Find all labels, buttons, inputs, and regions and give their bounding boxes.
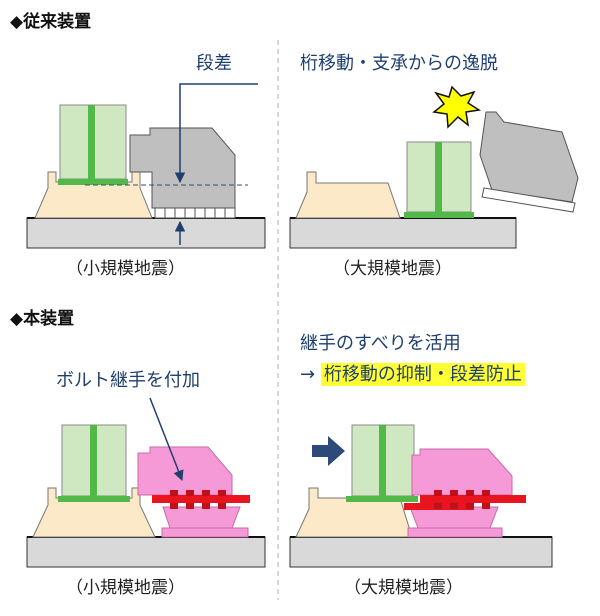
bearing — [129, 127, 236, 209]
bearing-base-pink — [407, 527, 503, 538]
bearing-base-pink — [161, 527, 249, 538]
bolt-joint-pointer — [149, 397, 184, 481]
bolt-joint-label: ボルト継手を付加 — [56, 370, 200, 391]
girder-flange — [58, 179, 128, 185]
bearing-base-dislodged — [481, 187, 576, 213]
ground — [289, 536, 553, 568]
panel-conventional-large — [289, 85, 579, 249]
joint-plate — [152, 495, 250, 503]
pier — [295, 171, 401, 219]
bearing-lower-pink — [409, 506, 499, 529]
caption-small-quake-top: （小規模地震） — [66, 259, 185, 279]
step-label: 段差 — [196, 53, 232, 74]
girder-web — [379, 425, 386, 496]
panel-new-large — [289, 424, 553, 568]
suppress-highlight: 桁移動の抑制・段差防止 — [320, 363, 525, 386]
caption-small-quake-bottom: （小規模地震） — [66, 578, 185, 598]
unseating-label: 桁移動・支承からの逸脱 — [300, 53, 498, 74]
girder-flange — [58, 496, 130, 502]
bearing-upper-pink — [137, 446, 233, 496]
suppress-line: → 桁移動の抑制・段差防止 — [300, 363, 525, 386]
ground — [26, 217, 266, 249]
step-arrow-down — [174, 83, 258, 184]
girder-web — [435, 142, 442, 212]
panel-conventional-small — [26, 83, 266, 249]
girder-flange — [346, 496, 418, 502]
ground — [289, 217, 517, 249]
bearing-dislodged — [479, 111, 579, 203]
section-new-title: ◆本装置 — [10, 309, 75, 329]
arrow-prefix: → — [300, 364, 316, 385]
bearing-upper-pink — [411, 448, 513, 496]
joint-plate-upper — [420, 495, 526, 503]
panel-new-small — [26, 397, 266, 568]
caption-large-quake-top: （大規模地震） — [333, 259, 452, 279]
move-arrow-icon — [312, 436, 345, 466]
girder-web — [88, 105, 95, 179]
impact-burst-icon — [432, 85, 482, 129]
section-conventional-title: ◆従来装置 — [10, 12, 92, 32]
girder-web — [90, 425, 97, 496]
girder-flange — [404, 212, 474, 218]
slip-use-label: 継手のすべりを活用 — [300, 333, 461, 354]
caption-large-quake-bottom: （大規模地震） — [344, 578, 463, 598]
ground — [26, 536, 266, 568]
bearing-lower-pink — [162, 506, 241, 529]
